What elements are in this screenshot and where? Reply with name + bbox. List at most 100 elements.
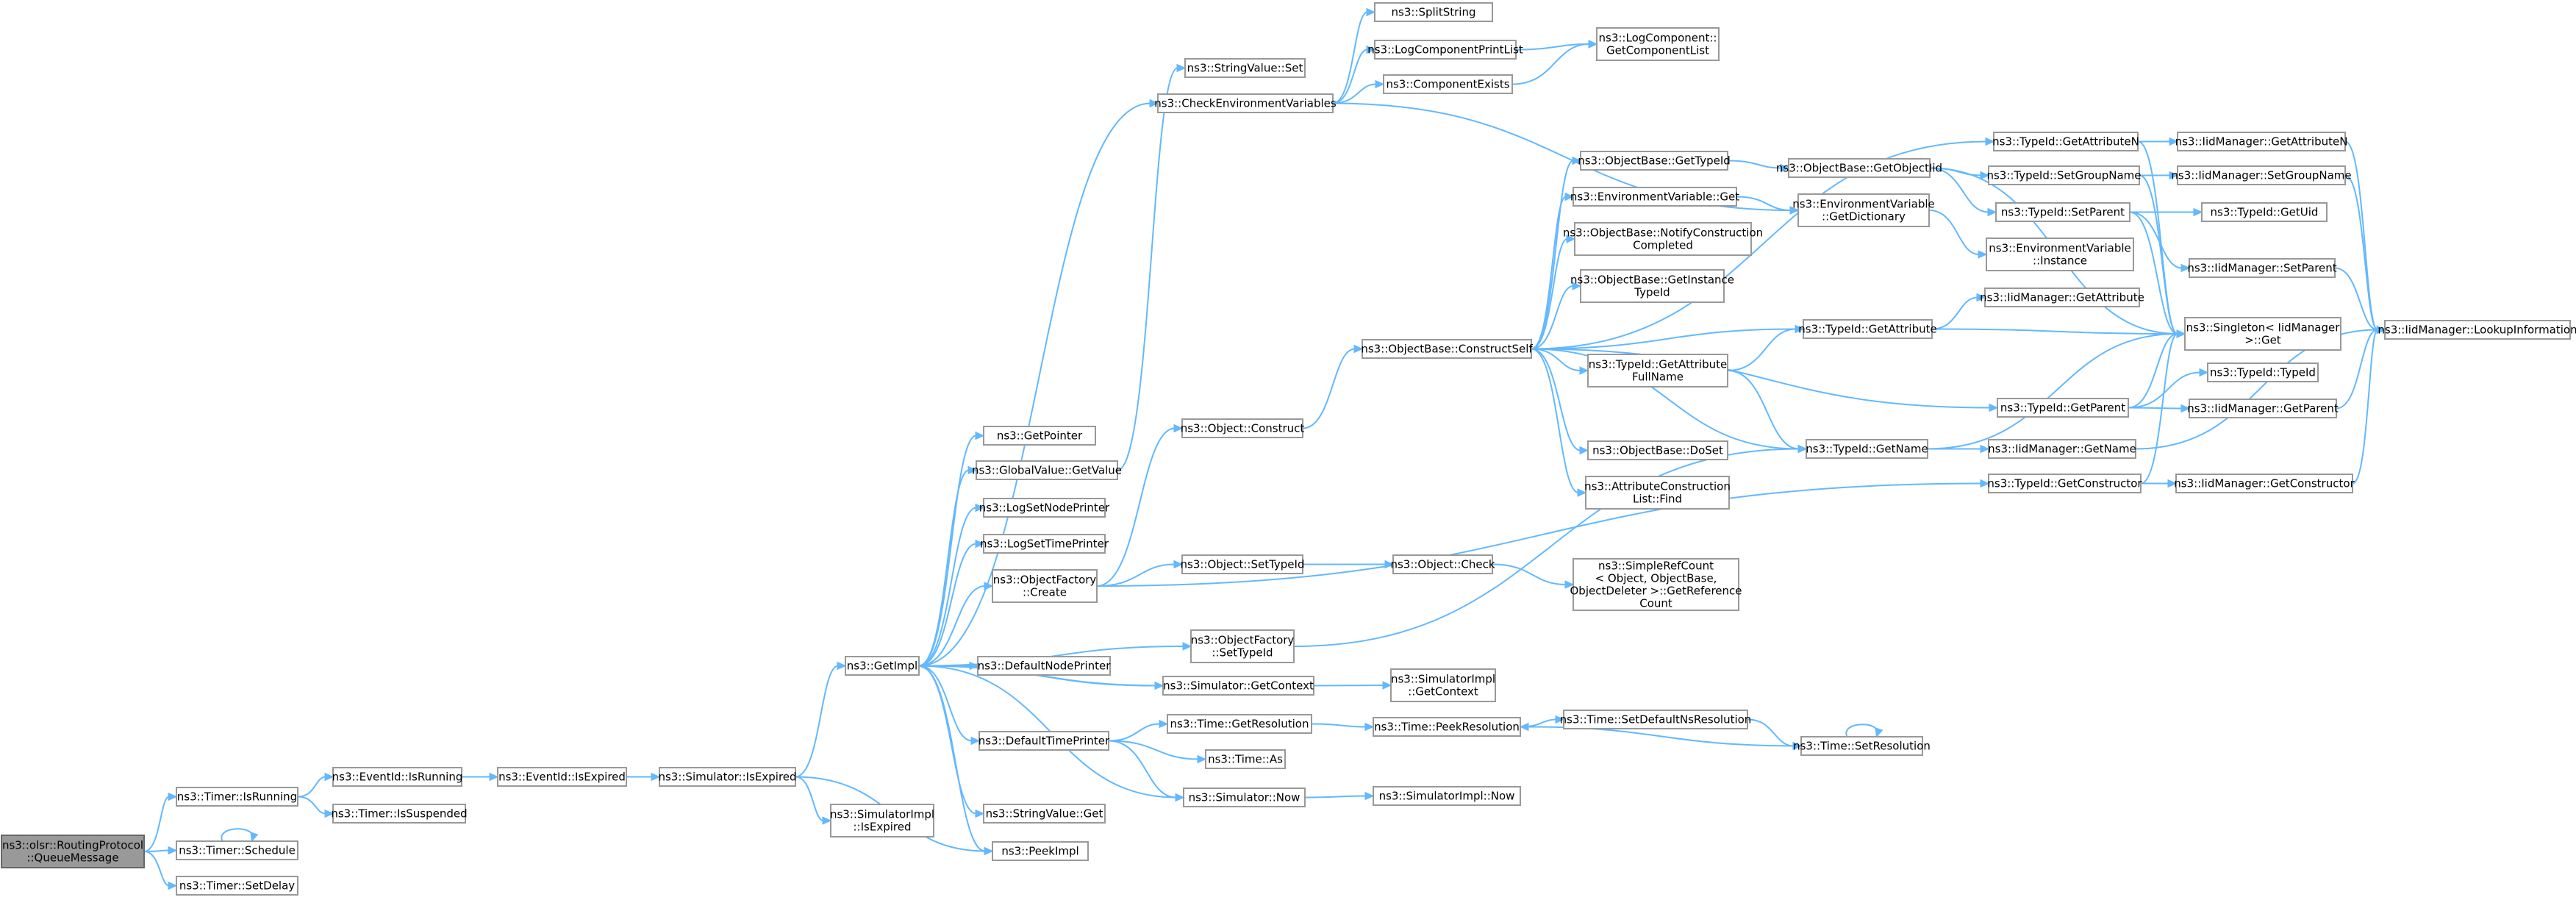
node-simimpl-isexpired[interactable]: ns3::SimulatorImpl::IsExpired <box>830 804 934 838</box>
node-iid-getattributen[interactable]: ns3::IidManager::GetAttributeN <box>2175 132 2348 151</box>
node-logcomponentprintlist[interactable]: ns3::LogComponentPrintList <box>1367 40 1523 60</box>
node-logcomponent-getlist[interactable]: ns3::LogComponent::GetComponentList <box>1596 27 1720 61</box>
edge-line <box>1931 296 1978 330</box>
arrowhead <box>1364 791 1375 801</box>
node-iid-setgroupname[interactable]: ns3::IidManager::SetGroupName <box>2171 165 2352 185</box>
node-label: ns3::TypeId::GetName <box>1806 443 1928 456</box>
node-label: ns3::GetImpl <box>847 660 917 673</box>
edge-line <box>1727 370 1800 450</box>
node-envvar-instance[interactable]: ns3::EnvironmentVariable::Instance <box>1986 238 2134 271</box>
node-typeid-getattribute[interactable]: ns3::TypeId::GetAttribute <box>1798 319 1937 339</box>
arrowhead <box>1797 444 1808 454</box>
node-iid-setparent[interactable]: ns3::IidManager::SetParent <box>2187 258 2337 278</box>
node-defaultnodeprinter[interactable]: ns3::DefaultNodePrinter <box>977 656 1112 676</box>
node-simimpl-now[interactable]: ns3::SimulatorImpl::Now <box>1373 786 1521 806</box>
edge-typeid_setparent-to-iid_setparent <box>2129 211 2191 273</box>
node-box <box>1374 2 1493 22</box>
edge-line <box>918 665 973 742</box>
node-logsetnodeprinter[interactable]: ns3::LogSetNodePrinter <box>979 498 1110 518</box>
node-box <box>2184 317 2341 351</box>
node-object-check[interactable]: ns3::Object::Check <box>1390 554 1495 574</box>
node-box <box>1374 40 1517 60</box>
arrowhead <box>168 846 178 855</box>
node-simimpl-getcontext[interactable]: ns3::SimulatorImpl::GetContext <box>1390 668 1496 702</box>
node-label: ::Instance <box>2033 254 2087 268</box>
node-box <box>1563 710 1748 729</box>
node-time-peekresolution[interactable]: ns3::Time::PeekResolution <box>1373 717 1521 737</box>
node-eventid-isrunning[interactable]: ns3::EventId::IsRunning <box>332 767 463 787</box>
node-envvar-get[interactable]: ns3::EnvironmentVariable::Get <box>1570 187 1739 207</box>
node-box <box>977 656 1111 676</box>
node-label: ns3::Time::GetResolution <box>1170 718 1309 731</box>
node-sim-getcontext[interactable]: ns3::Simulator::GetContext <box>1162 676 1314 696</box>
node-typeid-getattributen[interactable]: ns3::TypeId::GetAttributeN <box>1992 132 2139 151</box>
node-splitstring[interactable]: ns3::SplitString <box>1374 2 1493 22</box>
arrowhead <box>1366 45 1376 54</box>
node-label: ns3::EnvironmentVariable <box>1792 198 1934 211</box>
node-simplerefcount[interactable]: ns3::SimpleRefCount< Object, ObjectBase,… <box>1570 558 1742 611</box>
node-time-setresolution[interactable]: ns3::Time::SetResolution <box>1793 736 1931 756</box>
edge-line <box>1311 723 1367 728</box>
node-checkenv[interactable]: ns3::CheckEnvironmentVariables <box>1154 93 1337 113</box>
edge-line <box>1845 724 1878 738</box>
node-objectbase-notify[interactable]: ns3::ObjectBase::NotifyConstructionCompl… <box>1563 222 1763 256</box>
edge-timer_isrunning-to-eventid_isrunning <box>297 772 334 798</box>
node-object-settypeid[interactable]: ns3::Object::SetTypeId <box>1181 554 1305 574</box>
node-getpointer[interactable]: ns3::GetPointer <box>983 426 1096 446</box>
edge-defaulttimeprinter-to-time_as <box>1108 740 1207 764</box>
node-time-as[interactable]: ns3::Time::As <box>1205 749 1286 769</box>
node-timer-isrunning[interactable]: ns3::Timer::IsRunning <box>176 787 298 807</box>
arrowhead <box>489 772 499 782</box>
node-objectbase-getobjectiid[interactable]: ns3::ObjectBase::GetObjectIid <box>1776 158 1942 178</box>
node-box <box>1585 476 1730 510</box>
node-typeid-setparent[interactable]: ns3::TypeId::SetParent <box>1995 202 2130 222</box>
node-singleton-get[interactable]: ns3::Singleton< IidManager>::Get <box>2184 317 2341 351</box>
node-typeid-typeid[interactable]: ns3::TypeId::TypeId <box>2207 362 2319 382</box>
node-box <box>1157 93 1334 113</box>
node-typeid-setgroupname[interactable]: ns3::TypeId::SetGroupName <box>1986 165 2142 185</box>
node-label: ns3::EnvironmentVariable::Get <box>1570 190 1739 204</box>
node-logsettimeprinter[interactable]: ns3::LogSetTimePrinter <box>980 534 1109 554</box>
node-defaulttimeprinter[interactable]: ns3::DefaultTimePrinter <box>978 731 1110 751</box>
node-eventid-isexpired[interactable]: ns3::EventId::IsExpired <box>497 767 627 787</box>
node-objectbase-gettypeid[interactable]: ns3::ObjectBase::GetTypeId <box>1578 151 1731 171</box>
node-iid-lookupinformation[interactable]: ns3::IidManager::LookupInformation <box>2378 320 2576 340</box>
node-stringvalue-set[interactable]: ns3::StringValue::Set <box>1184 58 1306 78</box>
node-root[interactable]: ns3::olsr::RoutingProtocol::QueueMessage <box>1 835 145 868</box>
node-time-setdefaultnsres[interactable]: ns3::Time::SetDefaultNsResolution <box>1560 710 1752 729</box>
node-componentexists[interactable]: ns3::ComponentExists <box>1383 74 1513 94</box>
node-globalvalue-getvalue[interactable]: ns3::GlobalValue::GetValue <box>972 460 1122 480</box>
node-label: ns3::IidManager::SetParent <box>2187 262 2336 275</box>
node-objectfactory-settypeid[interactable]: ns3::ObjectFactory::SetTypeId <box>1190 629 1295 663</box>
node-objectbase-constructself[interactable]: ns3::ObjectBase::ConstructSelf <box>1361 339 1533 359</box>
node-objectbase-doset[interactable]: ns3::ObjectBase::DoSet <box>1587 440 1728 460</box>
node-envvar-getdictionary[interactable]: ns3::EnvironmentVariable::GetDictionary <box>1792 193 1935 227</box>
node-peekimpl[interactable]: ns3::PeekImpl <box>992 841 1089 861</box>
node-typeid-getparent[interactable]: ns3::TypeId::GetParent <box>1997 398 2129 418</box>
node-stringvalue-get[interactable]: ns3::StringValue::Get <box>983 804 1106 824</box>
node-iid-getattribute[interactable]: ns3::IidManager::GetAttribute <box>1980 288 2144 307</box>
node-iid-getconstructor[interactable]: ns3::IidManager::GetConstructor <box>2174 474 2355 493</box>
node-objectfactory-create[interactable]: ns3::ObjectFactory::Create <box>992 569 1098 603</box>
edge-line <box>2140 333 2178 485</box>
node-typeid-getuid[interactable]: ns3::TypeId::GetUid <box>2201 202 2328 222</box>
edge-line <box>1727 160 1782 169</box>
node-typeid-getname[interactable]: ns3::TypeId::GetName <box>1806 439 1928 459</box>
node-time-getresolution[interactable]: ns3::Time::GetResolution <box>1167 714 1312 734</box>
node-label: ::IsExpired <box>854 821 912 834</box>
node-iid-getname[interactable]: ns3::IidManager::GetName <box>1988 439 2136 459</box>
node-timer-schedule[interactable]: ns3::Timer::Schedule <box>176 840 298 860</box>
node-getimpl[interactable]: ns3::GetImpl <box>845 656 920 676</box>
node-sim-isexpired[interactable]: ns3::Simulator::IsExpired <box>658 767 797 787</box>
node-box <box>1392 554 1493 574</box>
node-typeid-getconstructor[interactable]: ns3::TypeId::GetConstructor <box>1987 474 2142 493</box>
node-timer-setdelay[interactable]: ns3::Timer::SetDelay <box>176 876 298 896</box>
edge-eventid_isrunning-to-eventid_isexpired <box>461 772 499 782</box>
node-iid-getparent[interactable]: ns3::IidManager::GetParent <box>2187 399 2339 418</box>
node-timer-issuspended[interactable]: ns3::Timer::IsSuspended <box>331 804 468 824</box>
node-sim-now[interactable]: ns3::Simulator::Now <box>1183 788 1306 807</box>
node-object-construct[interactable]: ns3::Object::Construct <box>1181 418 1305 438</box>
